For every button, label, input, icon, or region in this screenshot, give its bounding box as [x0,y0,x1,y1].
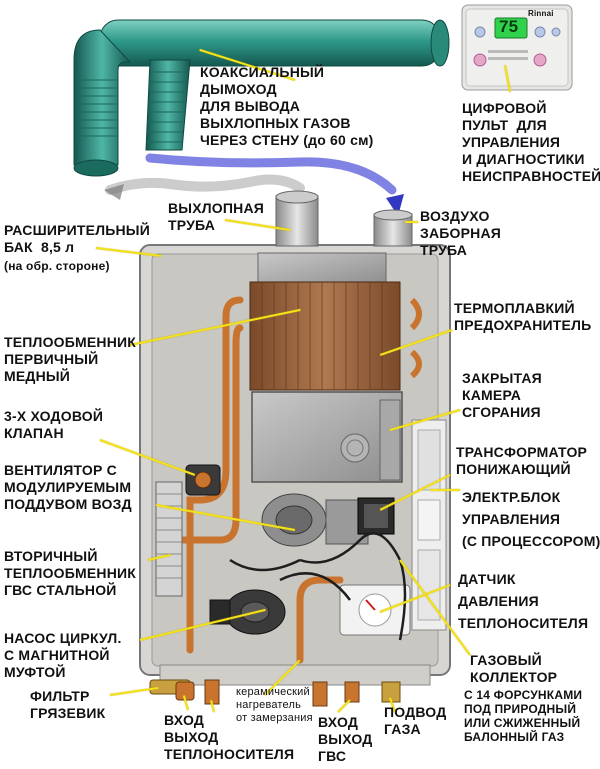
display-temperature: 75 [499,17,519,36]
fan [261,493,369,547]
pressure-gauge [339,584,411,636]
label-primary-hx: ТЕПЛООБМЕННИК ПЕРВИЧНЫЙ МЕДНЫЙ [4,334,137,384]
label-gas-collector-note: С 14 ФОРСУНКАМИ ПОД ПРИРОДНЫЙ ИЛИ СЖИЖЕН… [464,688,583,744]
control-unit [411,419,447,631]
label-exhaust: ВЫХЛОПНАЯ ТРУБА [168,200,265,233]
label-secondary-hx: ВТОРИЧНЫЙ ТЕПЛООБМЕННИК ГВС СТАЛЬНОЙ [4,548,137,598]
control-panel [461,4,573,91]
control-panel-brand: Rinnai [528,9,554,18]
label-remote: ЦИФРОВОЙ ПУЛЬТ ДЛЯ УПРАВЛЕНИЯ И ДИАГНОСТ… [462,100,600,184]
label-valve: 3-Х ХОДОВОЙ КЛАПАН [4,408,104,441]
flue-stubs [275,190,413,247]
label-control-unit: ЭЛЕКТР.БЛОК УПРАВЛЕНИЯ (С ПРОЦЕССОРОМ) [462,489,600,549]
label-chimney: КОАКСИАЛЬНЫЙ ДЫМОХОД ДЛЯ ВЫВОДА ВЫХЛОПНЫ… [200,64,374,148]
label-chamber: ЗАКРЫТАЯ КАМЕРА СГОРАНИЯ [462,370,542,420]
three-way-valve [185,464,221,496]
label-pump: НАСОС ЦИРКУЛ. С МАГНИТНОЙ МУФТОЙ [4,630,122,680]
wiring [229,532,407,641]
label-filter: ФИЛЬТР ГРЯЗЕВИК [30,688,106,721]
primary-heat-exchanger [236,281,422,391]
label-antifreeze: керамический нагреватель от замерзания [236,686,313,724]
label-dhw-io: ВХОД ВЫХОД ГВС [318,714,373,764]
label-tank-note: (на обр. стороне) [4,259,110,273]
label-fuse: ТЕРМОПЛАВКИЙ ПРЕДОХРАНИТЕЛЬ [454,300,592,333]
fan-housing [257,252,387,286]
label-heating-io: ВХОД ВЫХОД ТЕПЛОНОСИТЕЛЯ [164,712,295,762]
secondary-heat-exchanger [155,481,183,597]
label-sensor: ДАТЧИК ДАВЛЕНИЯ ТЕПЛОНОСИТЕЛЯ [458,571,589,631]
label-transformer: ТРАНСФОРМАТОР ПОНИЖАЮЩИЙ [456,444,588,477]
label-intake: ВОЗДУХО ЗАБОРНАЯ ТРУБА [420,208,502,258]
label-fan: ВЕНТИЛЯТОР С МОДУЛИРУЕМЫМ ПОДДУВОМ ВОЗД [4,462,132,512]
bottom-fittings [149,679,401,707]
label-tank: РАСШИРИТЕЛЬНЫЙ БАК 8,5 л [4,222,150,255]
leader-control-unit [430,489,460,491]
combustion-chamber [251,391,403,483]
leader-intake [405,221,418,223]
coaxial-chimney [73,19,450,177]
label-gas-in: ПОДВОД ГАЗА [384,704,447,737]
label-gas-collector: ГАЗОВЫЙ КОЛЛЕКТОР [470,652,558,685]
